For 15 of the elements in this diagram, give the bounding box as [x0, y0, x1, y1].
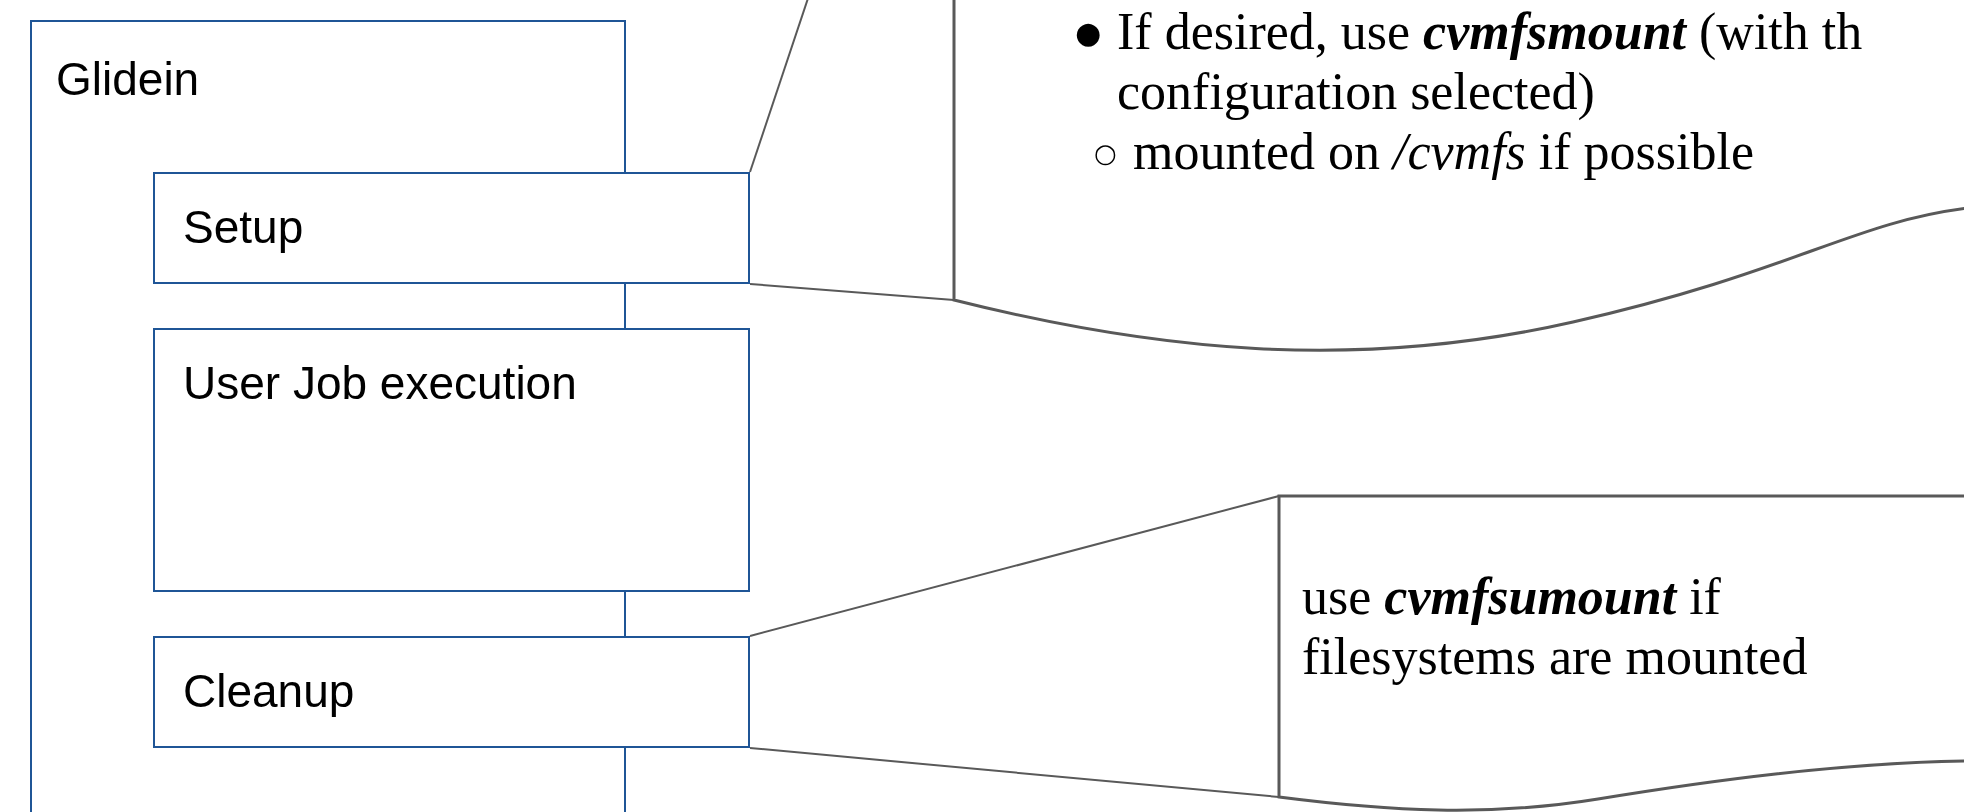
- leader-line: [749, 283, 955, 301]
- bullet-text: If desired, use cvmfsmount (with th configuration selected): [1117, 2, 1864, 122]
- leader-line: [749, 747, 1280, 798]
- leader-line: [749, 495, 1280, 637]
- process-box: [153, 172, 750, 284]
- bullet-icon: ●: [1075, 18, 1102, 48]
- process-box: [153, 328, 750, 592]
- callout-text: use cvmfsumount if filesystems are mounted: [1302, 567, 1809, 687]
- bullet-text: mounted on /cvmfs if possible: [1133, 122, 1755, 182]
- bullet-icon: ○: [1094, 138, 1117, 168]
- container-title: Glidein: [56, 52, 200, 106]
- process-box: [153, 636, 750, 748]
- box-label: Cleanup: [183, 664, 355, 718]
- box-label: Setup: [183, 200, 304, 254]
- box-label: User Job execution: [183, 356, 577, 410]
